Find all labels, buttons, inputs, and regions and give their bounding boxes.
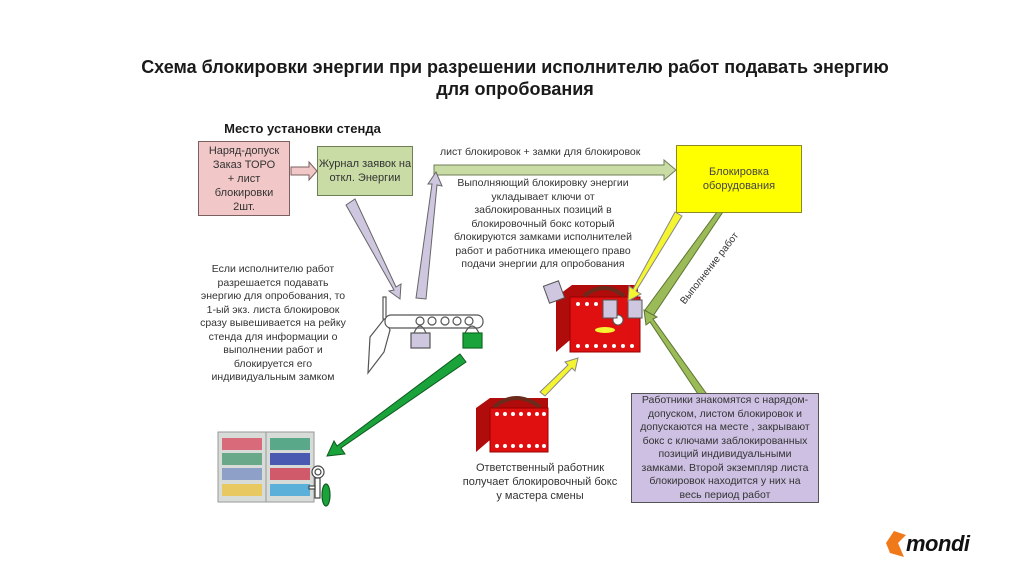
diagram-title: Схема блокировки энергии при разрешении … — [100, 56, 930, 100]
arrow-stand-to-sheet — [415, 170, 443, 300]
caption-line: Ответственный работник — [475, 462, 605, 474]
permit-line: Заказ ТОРО — [212, 158, 276, 171]
equipment-lockout-box: Блокировка оборудования — [676, 145, 802, 213]
shutdown-journal-box: Журнал заявок на откл. Энергии — [317, 146, 413, 196]
workers-instruction-box: Работники знакомятся с нарядом- допуском… — [631, 393, 819, 503]
journal-line: Журнал заявок на — [318, 158, 412, 170]
caption-line: получает блокировочный бокс — [462, 476, 618, 488]
executor-line: Выполняющий блокировку энергии — [457, 177, 629, 189]
workers-line: допускаются на месте , закрывают — [640, 421, 810, 433]
executor-line: подачи энергии для опробования — [461, 258, 625, 270]
stand-desc-line: разрешается подавать — [217, 276, 329, 289]
caption-line: у мастера смены — [496, 490, 584, 502]
permit-line: + лист — [227, 172, 261, 185]
executor-description: Выполняющий блокировку энергии укладывае… — [448, 177, 638, 272]
stand-desc-line: сразу вывешивается на рейку — [200, 317, 346, 329]
mondi-logo: mondi — [886, 531, 970, 557]
mondi-logo-icon — [886, 531, 906, 557]
arrow-journal-to-stand — [345, 198, 402, 300]
stand-description: Если исполнителю работ разрешается подав… — [178, 263, 368, 385]
stand-desc-line: 1-ый экз. листа блокировок — [206, 303, 340, 316]
workers-line: допуском, листом блокировок и — [647, 407, 802, 420]
executor-line: блокировочный бокс который — [471, 217, 615, 230]
lockout-line: оборудования — [702, 180, 776, 192]
lock-box-caption: Ответственный работник получает блокиров… — [440, 461, 640, 503]
key-cabinet-illustration — [217, 431, 315, 503]
workers-line: бокс с ключами заблокированных — [642, 434, 808, 447]
executor-line: работ и работника имеющего право — [455, 244, 631, 257]
workers-line: Работники знакомятся с нарядом- — [641, 394, 809, 406]
work-permit-box: Наряд-допуск Заказ ТОРО + лист блокировк… — [198, 141, 290, 216]
permit-line: 2шт. — [233, 200, 255, 213]
stand-rail-illustration — [367, 296, 484, 375]
arrow-permit-to-journal — [290, 160, 318, 182]
journal-line: откл. Энергии — [329, 172, 401, 184]
permit-line: Наряд-допуск — [208, 144, 280, 157]
workers-line: весь период работ — [679, 488, 771, 501]
sheet-and-locks-label: лист блокировок + замки для блокировок — [440, 146, 641, 158]
title-line-2: для опробования — [436, 79, 594, 99]
key-illustration — [308, 465, 331, 507]
executor-line: укладывает ключи от — [491, 190, 595, 203]
executor-line: блокируются замками исполнителей — [454, 231, 632, 243]
arrow-lock-equipment-to-box — [627, 211, 683, 302]
permit-line: блокировки — [214, 186, 274, 199]
stand-desc-line: энергию для опробования, то — [200, 290, 346, 302]
lock-box-illustration — [476, 396, 549, 453]
workers-line: позиций индивидуальными — [658, 448, 792, 460]
lockout-line: Блокировка — [709, 166, 769, 178]
stand-desc-line: блокируется его — [233, 357, 313, 370]
title-line-1: Схема блокировки энергии при разрешении … — [141, 57, 889, 77]
locked-box-illustration — [542, 280, 643, 353]
executor-line: заблокированных позиций в — [474, 204, 612, 216]
arrow-stand-to-key-cabinet — [326, 353, 467, 457]
stand-desc-line: стенда для информации о — [208, 330, 338, 343]
workers-line: блокировок находится у них на — [649, 475, 801, 487]
mondi-logo-text: mondi — [906, 531, 970, 556]
arrow-sheet-to-lock-equipment — [433, 158, 677, 182]
workers-line: замками. Второй экземпляр листа — [641, 461, 809, 474]
stand-location-heading: Место установки стенда — [224, 121, 381, 136]
arrow-box-up — [539, 357, 579, 397]
arrow-workers-to-box — [643, 309, 707, 398]
stand-desc-line: Если исполнителю работ — [211, 263, 335, 275]
stand-desc-line: индивидуальным замком — [211, 371, 335, 383]
stand-desc-line: выполнении работ и — [223, 344, 323, 356]
